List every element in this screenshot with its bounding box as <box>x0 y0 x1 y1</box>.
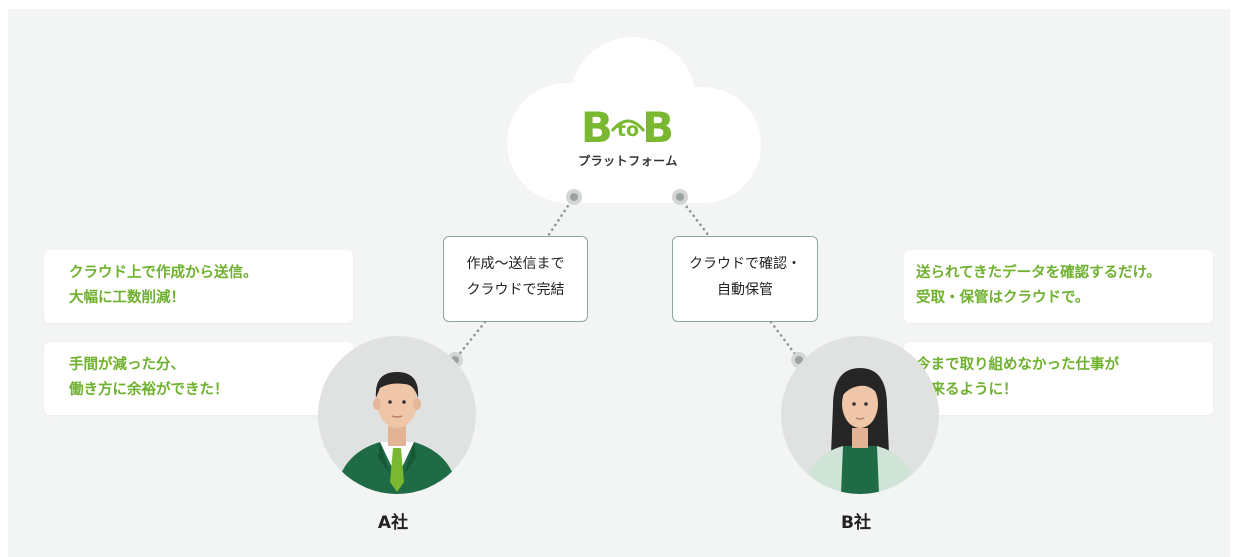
tag-left-line2: クラウドで完結 <box>466 282 565 298</box>
tag-right-line1: クラウドで確認・ <box>689 256 801 272</box>
connector-cloud-to-left-tag <box>546 195 576 238</box>
tag-right-line2: 自動保管 <box>717 282 773 298</box>
bubble-a-benefit-1: クラウド上で作成から送信。 大幅に工数削減！ <box>44 250 353 323</box>
company-b-label: B社 <box>841 513 871 533</box>
bubble-b1-line1: 送られてきたデータを確認するだけ。 <box>916 265 1161 281</box>
avatar-company-a-man <box>318 336 476 494</box>
bubble-a2-line2: 働き方に余裕ができた！ <box>69 382 229 398</box>
logo-letter-b2: B <box>642 103 676 152</box>
bubble-a1-line2: 大幅に工数削減！ <box>69 290 185 306</box>
logo-arc-icon <box>610 119 646 132</box>
connector-right-tag-to-b <box>769 320 800 360</box>
logo-subtitle: プラットフォーム <box>578 154 678 168</box>
tag-left-line1: 作成〜送信まで <box>466 256 565 272</box>
bubble-b-benefit-1: 送られてきたデータを確認するだけ。 受取・保管はクラウドで。 <box>904 250 1213 323</box>
bubble-a-benefit-2: 手間が減った分、 働き方に余裕ができた！ <box>44 342 353 415</box>
bubble-b2-line1: 今まで取り組めなかった仕事が <box>916 357 1119 373</box>
connection-dot-icon <box>566 189 582 205</box>
bubble-a1-line1: クラウド上で作成から送信。 <box>69 265 258 281</box>
bubble-b-benefit-2: 今まで取り組めなかった仕事が 出来るように！ <box>904 342 1213 415</box>
avatar-company-b-woman <box>781 336 939 494</box>
bubble-b2-line2: 出来るように！ <box>916 382 1018 398</box>
bubble-a2-line1: 手間が減った分、 <box>69 357 185 373</box>
company-a-label: A社 <box>377 513 409 533</box>
logo-to: to <box>616 119 640 141</box>
tag-confirm-store: クラウドで確認・ 自動保管 <box>672 236 818 322</box>
connector-left-tag-to-a <box>455 320 487 359</box>
logo-letter-b1: B <box>580 103 614 152</box>
tag-create-send: 作成〜送信まで クラウドで完結 <box>443 236 588 322</box>
connection-dot-icon <box>672 189 688 205</box>
connector-cloud-to-right-tag <box>678 196 711 238</box>
bubble-b1-line2: 受取・保管はクラウドで。 <box>916 290 1090 306</box>
